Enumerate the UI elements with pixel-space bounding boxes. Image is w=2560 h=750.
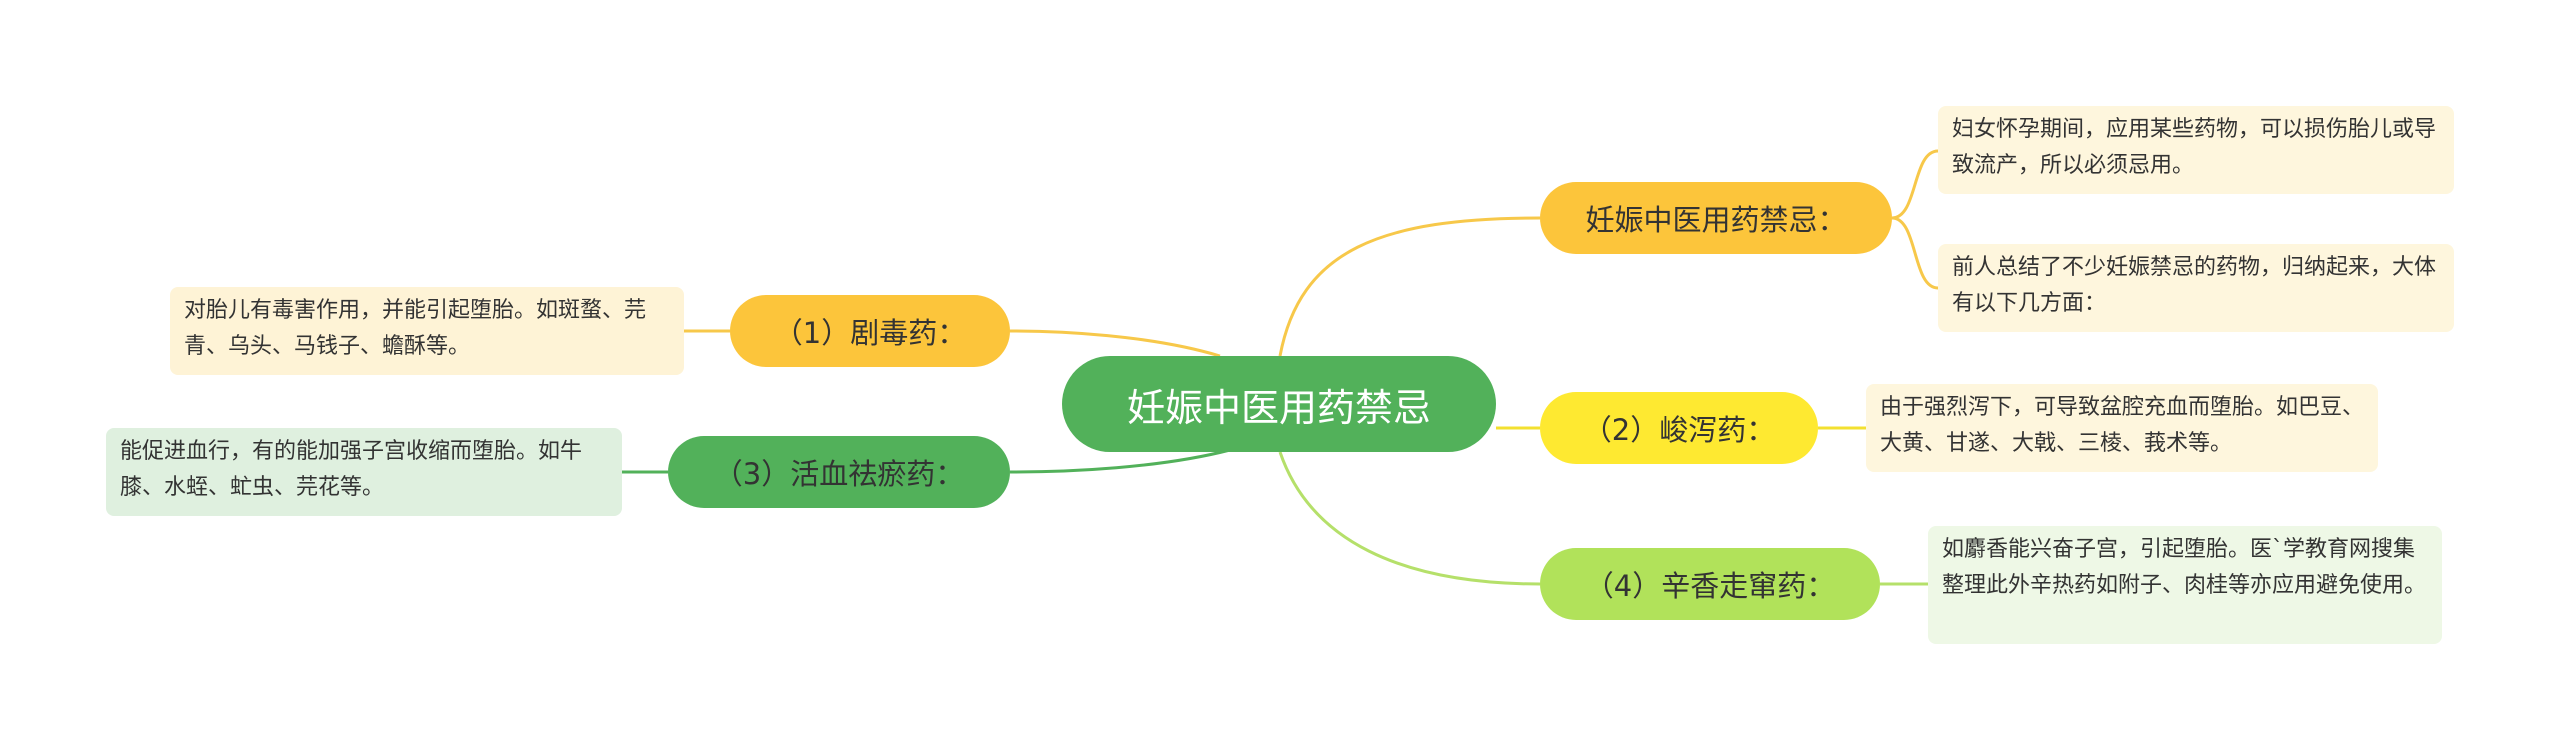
topic-purgative[interactable]: （2）峻泻药： bbox=[1540, 392, 1818, 464]
topic-intro[interactable]: 妊娠中医用药禁忌： bbox=[1540, 182, 1892, 254]
note-intro-2[interactable]: 前人总结了不少妊娠禁忌的药物，归纳起来，大体有以下几方面： bbox=[1938, 244, 2454, 332]
topic-pungent[interactable]: （4）辛香走窜药： bbox=[1540, 548, 1880, 620]
link-intro-note2 bbox=[1891, 216, 1939, 290]
link-root-toxic bbox=[1009, 329, 1221, 358]
note-toxic[interactable]: 对胎儿有毒害作用，并能引起堕胎。如斑蝥、芫青、乌头、马钱子、蟾酥等。 bbox=[170, 287, 684, 375]
note-pungent[interactable]: 如麝香能兴奋子宫，引起堕胎。医`学教育网搜集整理此外辛热药如附子、肉桂等亦应用避… bbox=[1928, 526, 2442, 644]
note-intro-1[interactable]: 妇女怀孕期间，应用某些药物，可以损伤胎儿或导致流产，所以必须忌用。 bbox=[1938, 106, 2454, 194]
note-blood[interactable]: 能促进血行，有的能加强子宫收缩而堕胎。如牛膝、水蛭、虻虫、芫花等。 bbox=[106, 428, 622, 516]
topic-toxic[interactable]: （1）剧毒药： bbox=[730, 295, 1010, 367]
link-intro-note1 bbox=[1891, 149, 1939, 220]
topic-blood[interactable]: （3）活血祛瘀药： bbox=[668, 436, 1010, 508]
link-root-blood bbox=[1009, 448, 1231, 474]
root-topic[interactable]: 妊娠中医用药禁忌 bbox=[1062, 356, 1496, 452]
link-root-intro bbox=[1278, 216, 1541, 357]
link-root-pungent bbox=[1278, 451, 1541, 586]
note-purgative[interactable]: 由于强烈泻下，可导致盆腔充血而堕胎。如巴豆、大黄、甘遂、大戟、三棱、莪术等。 bbox=[1866, 384, 2378, 472]
